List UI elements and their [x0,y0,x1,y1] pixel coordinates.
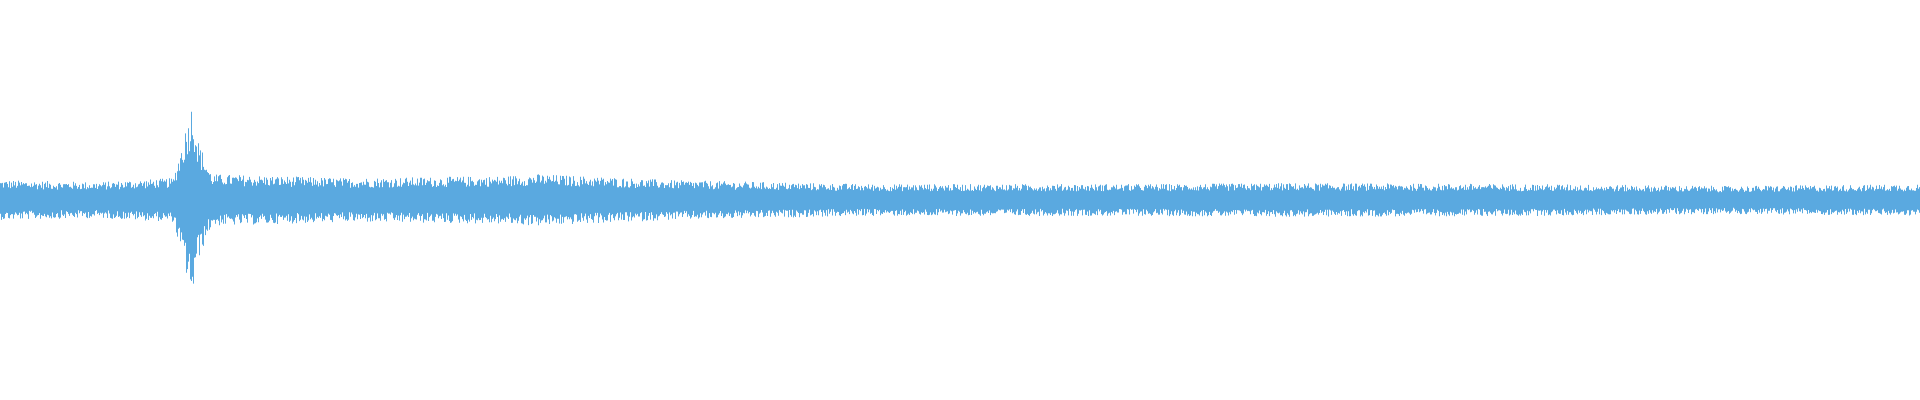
waveform-bars [0,111,1920,284]
waveform-center-band [0,194,1920,206]
